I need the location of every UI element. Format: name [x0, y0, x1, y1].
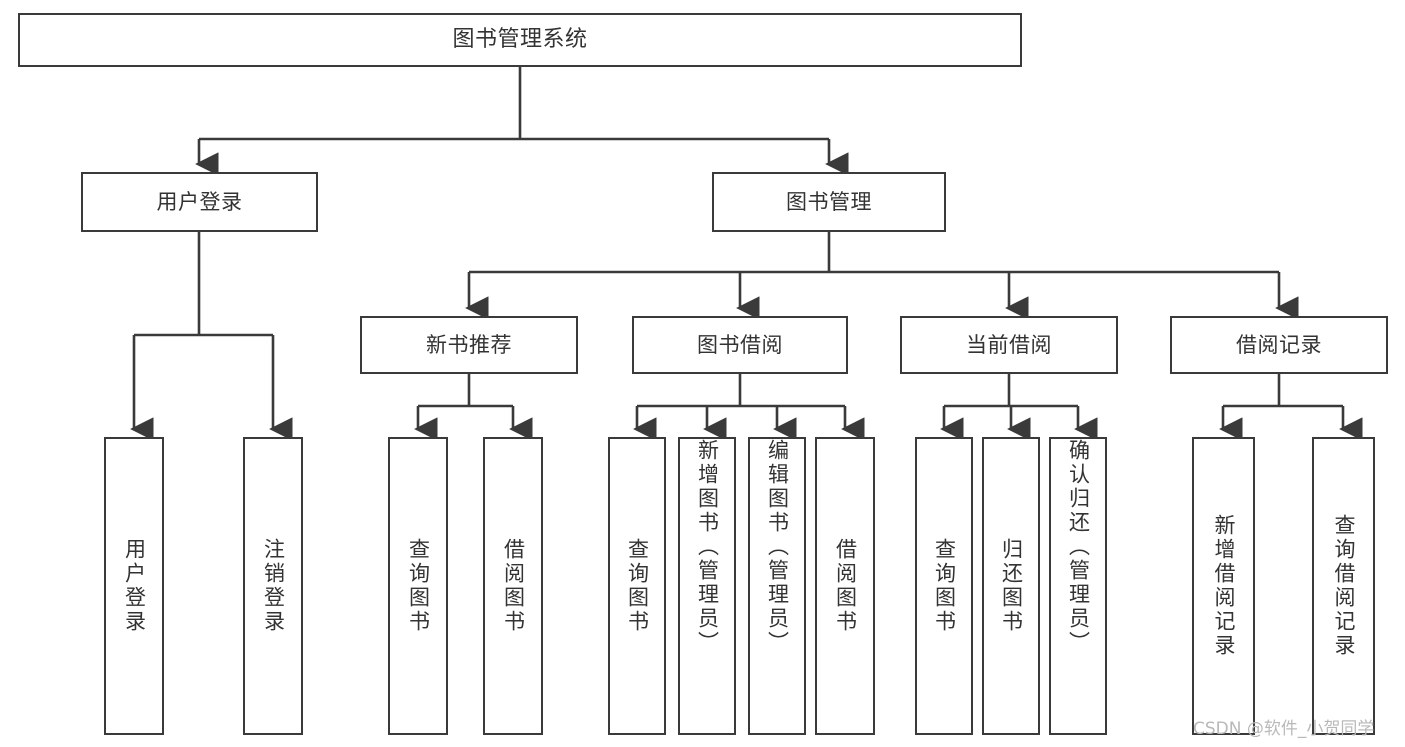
- watermark: CSDN @软件_小贺同学: [1193, 719, 1375, 739]
- node-leaf-query-borrow-record[interactable]: 查询借阅记录: [1312, 437, 1375, 735]
- node-borrow-record[interactable]: 借阅记录: [1170, 316, 1388, 374]
- node-leaf-borrow-book-recommend[interactable]: 借阅图书: [483, 437, 543, 735]
- node-root-label: 图书管理系统: [452, 27, 588, 53]
- node-leaf-borrow-book[interactable]: 借阅图书: [815, 437, 875, 735]
- node-root[interactable]: 图书管理系统: [18, 13, 1022, 67]
- node-leaf-add-book-admin-label: 新增图书（管理员）: [695, 439, 720, 655]
- node-leaf-return-book-label: 归还图书: [999, 538, 1024, 634]
- node-leaf-confirm-return-admin[interactable]: 确认归还（管理员）: [1049, 437, 1107, 735]
- node-current-borrow-label: 当前借阅: [966, 332, 1052, 357]
- node-leaf-logout[interactable]: 注销登录: [243, 437, 303, 735]
- node-leaf-query-book-borrow[interactable]: 查询图书: [608, 437, 666, 735]
- node-new-book-recommend[interactable]: 新书推荐: [360, 316, 578, 374]
- node-book-borrow-label: 图书借阅: [697, 332, 783, 357]
- node-leaf-query-book-recommend[interactable]: 查询图书: [388, 437, 448, 735]
- node-new-book-recommend-label: 新书推荐: [426, 332, 512, 357]
- node-leaf-add-book-admin[interactable]: 新增图书（管理员）: [678, 437, 736, 735]
- node-leaf-query-borrow-record-label: 查询借阅记录: [1332, 514, 1356, 658]
- node-leaf-add-borrow-record-label: 新增借阅记录: [1212, 514, 1236, 658]
- node-leaf-add-borrow-record[interactable]: 新增借阅记录: [1192, 437, 1255, 735]
- node-book-borrow[interactable]: 图书借阅: [632, 316, 848, 374]
- node-leaf-query-book-borrow-label: 查询图书: [625, 538, 650, 634]
- node-current-borrow[interactable]: 当前借阅: [900, 316, 1118, 374]
- node-user-login-label: 用户登录: [156, 189, 243, 214]
- node-leaf-borrow-book-label: 借阅图书: [833, 538, 858, 634]
- node-leaf-return-book[interactable]: 归还图书: [982, 437, 1040, 735]
- node-leaf-user-login[interactable]: 用户登录: [104, 437, 164, 735]
- node-leaf-query-book-recommend-label: 查询图书: [406, 538, 431, 634]
- node-leaf-confirm-return-admin-label: 确认归还（管理员）: [1066, 439, 1091, 655]
- node-leaf-edit-book-admin[interactable]: 编辑图书（管理员）: [748, 437, 806, 735]
- node-leaf-user-login-label: 用户登录: [122, 538, 147, 634]
- node-leaf-borrow-book-recommend-label: 借阅图书: [501, 538, 526, 634]
- node-leaf-edit-book-admin-label: 编辑图书（管理员）: [765, 439, 790, 655]
- node-leaf-query-book-current-label: 查询图书: [932, 538, 957, 634]
- node-leaf-query-book-current[interactable]: 查询图书: [915, 437, 973, 735]
- node-leaf-logout-label: 注销登录: [261, 538, 286, 634]
- node-borrow-record-label: 借阅记录: [1236, 332, 1322, 357]
- node-book-management-label: 图书管理: [786, 189, 872, 214]
- node-book-management[interactable]: 图书管理: [712, 172, 946, 232]
- node-user-login[interactable]: 用户登录: [81, 172, 318, 232]
